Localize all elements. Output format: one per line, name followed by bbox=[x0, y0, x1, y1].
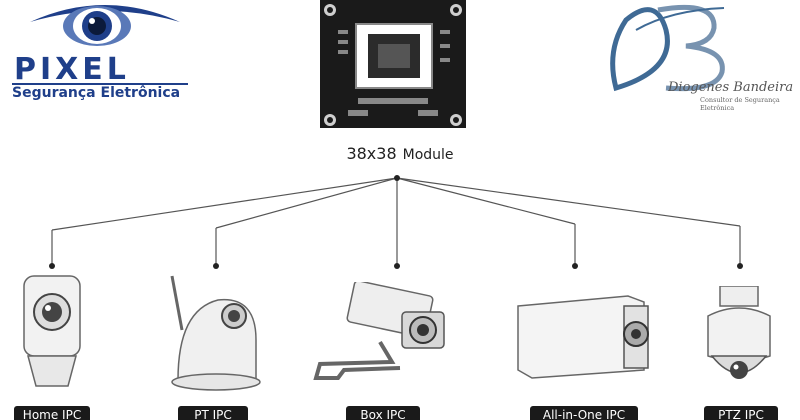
all-in-one-camera-icon bbox=[517, 295, 649, 379]
pixel-logo-tagline: Segurança Eletrônica bbox=[12, 85, 181, 101]
pixel-logo-text: PIXEL bbox=[14, 52, 130, 87]
pcb-board-icon bbox=[320, 0, 466, 128]
logo-divider bbox=[12, 83, 188, 85]
camera-label-all-in-one: All-in-One IPC bbox=[530, 406, 638, 420]
connector-pt bbox=[215, 177, 398, 229]
pan-tilt-camera-icon bbox=[170, 275, 261, 391]
camera-label-ptz: PTZ IPC bbox=[704, 406, 778, 420]
db-monogram-logo-icon bbox=[610, 4, 725, 92]
camera-label-home: Home IPC bbox=[14, 406, 90, 420]
connector-home bbox=[51, 177, 398, 231]
module-size: 38x38 bbox=[346, 144, 397, 163]
db-logo-subtitle: Consultor de Segurança Eletrônica bbox=[700, 96, 780, 112]
home-camera-icon bbox=[23, 275, 81, 387]
db-logo-name: Diogenes Bandeira bbox=[668, 80, 794, 95]
camera-label-box: Box IPC bbox=[346, 406, 420, 420]
camera-label-pt: PT IPC bbox=[178, 406, 248, 420]
module-text: Module bbox=[402, 147, 454, 163]
hub-dot bbox=[394, 175, 400, 181]
box-camera-icon bbox=[313, 282, 445, 380]
connector-ptz bbox=[396, 177, 741, 227]
module-label: 38x38 Module bbox=[0, 144, 800, 163]
connector-all-in-one bbox=[396, 177, 576, 225]
pixel-eye-logo-icon bbox=[30, 5, 180, 46]
ptz-dome-camera-icon bbox=[707, 286, 771, 379]
